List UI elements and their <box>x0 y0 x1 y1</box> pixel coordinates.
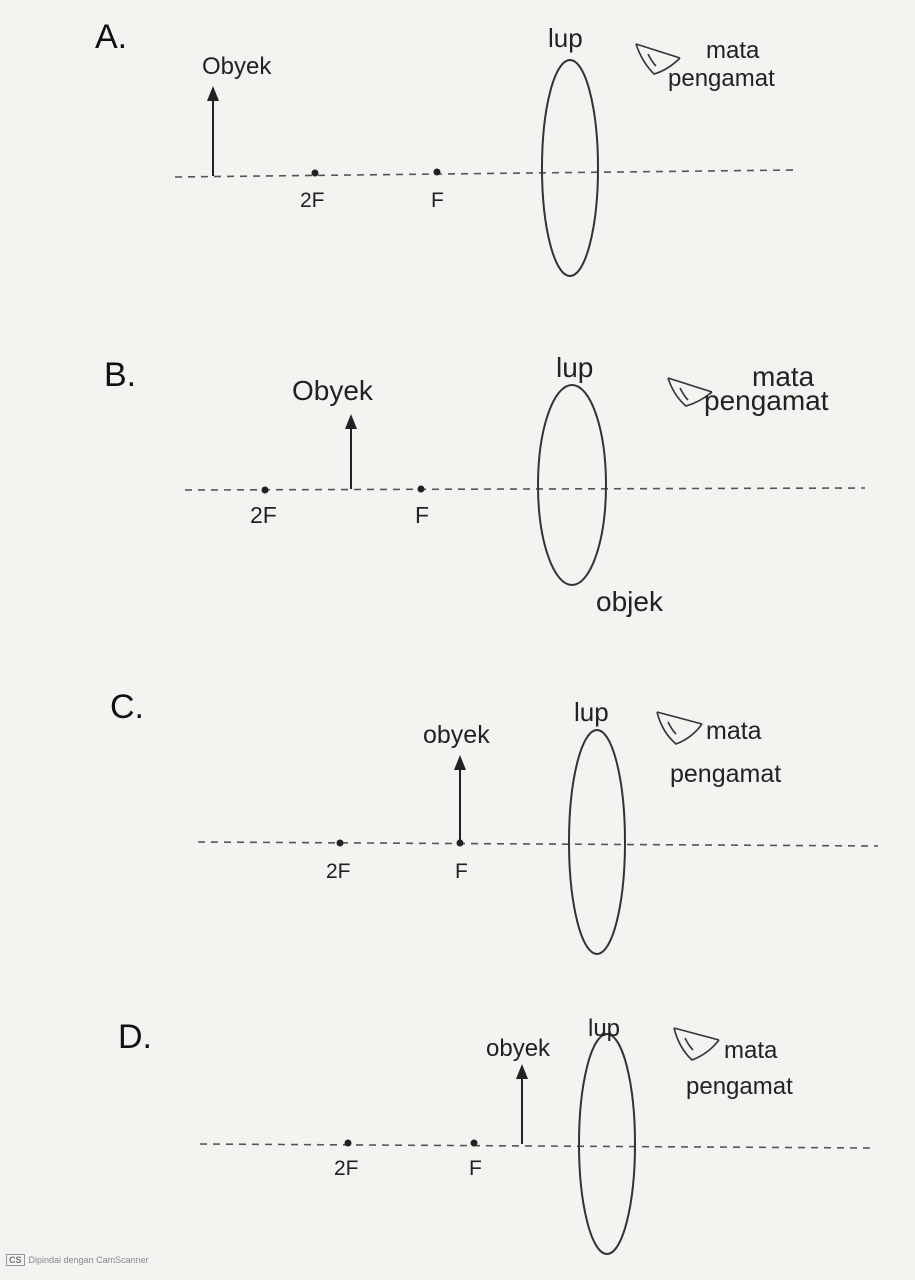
option-c-eye-label-2: pengamat <box>670 760 781 788</box>
option-d-eye-label-1: mata <box>724 1037 778 1064</box>
option-b-point-2f <box>261 486 269 494</box>
scanner-watermark: CS Dipindai dengan CamScanner <box>6 1254 149 1266</box>
option-a-eye-label-1: mata <box>706 37 760 64</box>
option-c-letter: C. <box>110 688 144 726</box>
option-c-object-arrow-head <box>454 755 466 770</box>
option-c-label-f: F <box>455 860 468 883</box>
option-d-label-f: F <box>469 1157 482 1180</box>
option-a-principal-axis <box>174 169 796 178</box>
option-c-lens-label: lup <box>574 697 609 727</box>
option-b-lens <box>537 384 607 586</box>
option-a: A. lup Obyek 2F F mata pengamat <box>95 18 796 277</box>
option-c-point-2f <box>336 839 344 847</box>
option-d-object-arrow-head <box>516 1064 528 1079</box>
option-b-label-2f: 2F <box>250 502 277 528</box>
option-b-extra-label: objek <box>596 586 664 617</box>
option-a-label-2f: 2F <box>300 189 325 212</box>
option-d-principal-axis <box>199 1143 873 1149</box>
option-a-lens <box>541 59 599 277</box>
option-b-object-label: Obyek <box>292 375 374 406</box>
option-b-label-f: F <box>415 502 429 528</box>
option-c-eye-icon <box>656 711 703 745</box>
option-b-eye-icon <box>667 377 713 407</box>
option-a-eye-icon <box>635 43 681 75</box>
option-d-letter: D. <box>118 1018 152 1056</box>
option-c-label-2f: 2F <box>326 860 351 883</box>
option-c-point-f <box>456 839 464 847</box>
option-c: C. lup obyek 2F F mata pengamat <box>110 688 879 955</box>
scanner-watermark-text: Dipindai dengan CamScanner <box>28 1255 149 1265</box>
option-d-point-f <box>470 1139 478 1147</box>
option-d-lens <box>578 1033 636 1255</box>
option-d-lens-label: lup <box>588 1015 620 1042</box>
option-a-letter: A. <box>95 18 127 56</box>
option-a-object-label: Obyek <box>202 53 272 80</box>
option-a-lens-label: lup <box>548 23 583 53</box>
option-b-principal-axis <box>184 487 866 491</box>
option-c-lens <box>568 729 626 955</box>
option-b: B. lup Obyek 2F F mata pengamat objek <box>104 352 866 617</box>
option-b-letter: B. <box>104 356 136 394</box>
option-b-eye-label-1: mata <box>752 361 815 392</box>
option-a-label-f: F <box>431 189 444 212</box>
option-d-eye-icon <box>673 1027 720 1061</box>
option-c-principal-axis <box>197 841 879 847</box>
option-d-point-2f <box>344 1139 352 1147</box>
option-a-point-f <box>433 168 441 176</box>
option-a-object-arrow-head <box>207 86 219 101</box>
option-d-object-label: obyek <box>486 1035 551 1062</box>
option-b-lens-label: lup <box>556 352 593 383</box>
option-b-point-f <box>417 485 425 493</box>
option-c-object-label: obyek <box>423 721 490 749</box>
option-a-eye-label-2: pengamat <box>668 65 775 92</box>
option-a-point-2f <box>311 169 319 177</box>
option-b-eye-label-2: pengamat <box>704 385 829 416</box>
option-d-eye-label-2: pengamat <box>686 1073 793 1100</box>
option-d-label-2f: 2F <box>334 1157 359 1180</box>
option-c-eye-label-1: mata <box>706 717 762 745</box>
option-b-object-arrow-head <box>345 414 357 429</box>
option-d: D. lup obyek 2F F mata pengamat <box>118 1015 873 1255</box>
camscanner-logo: CS <box>6 1254 25 1266</box>
